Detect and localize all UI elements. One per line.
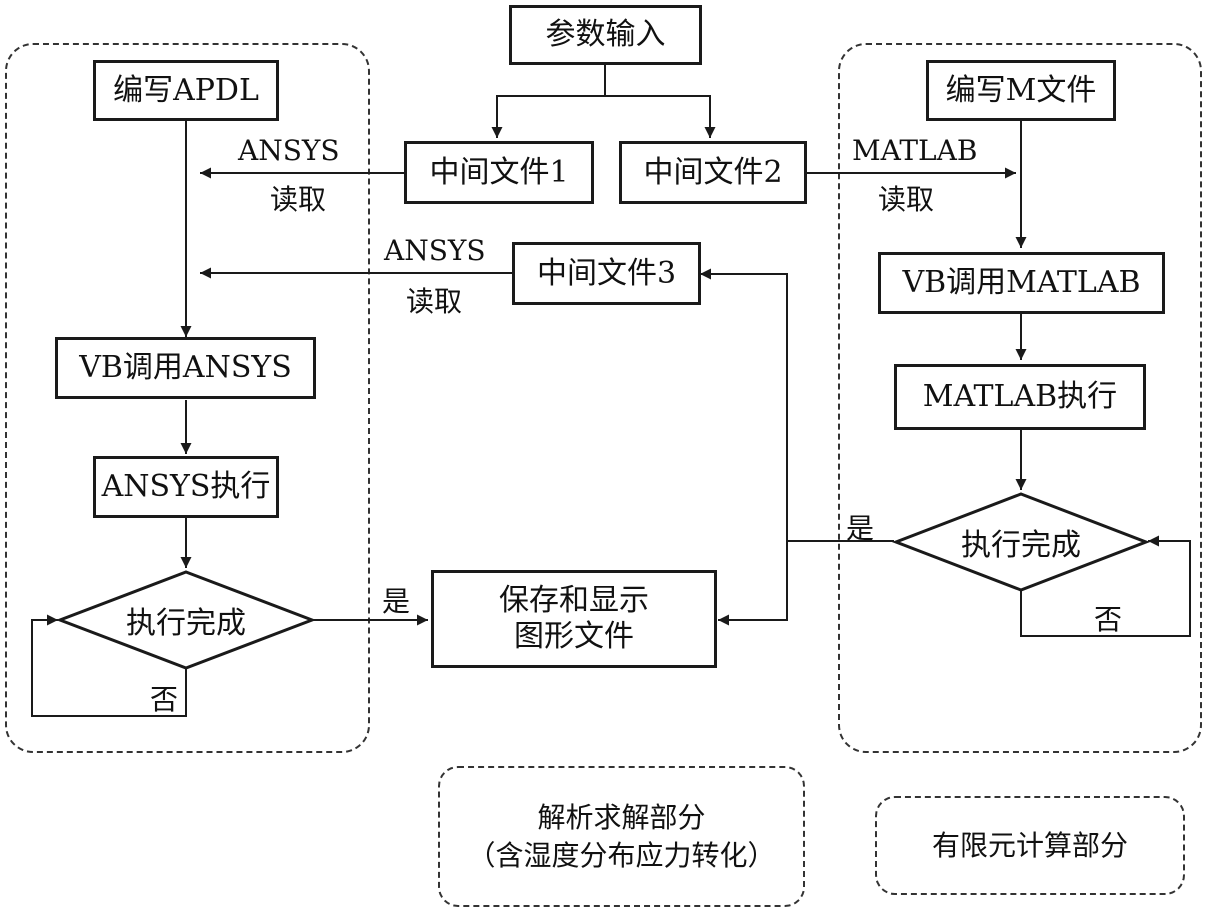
left-no-loop: [31, 614, 187, 717]
ansys-read-2-label-bottom: 读取: [406, 285, 463, 318]
legend-analytic-line2: （含湿度分布应力转化）: [467, 838, 776, 872]
ansys-read-1-label-top: ANSYS: [238, 134, 340, 167]
matlab-read-label-bottom: 读取: [878, 183, 935, 216]
legend-fem: 有限元计算部分: [875, 796, 1185, 895]
analytic-region: [5, 43, 370, 753]
ansys-read-1-label-bottom: 读取: [270, 183, 327, 216]
param-input-box: 参数输入: [509, 5, 702, 65]
right-no-loop: [1020, 535, 1191, 637]
left-decision-diamond: [55, 570, 317, 670]
ansys-read-2-label-top: ANSYS: [384, 234, 486, 267]
right-decision-diamond: [891, 492, 1151, 592]
matlab-exec-box: MATLAB执行: [894, 364, 1146, 430]
mid-file-2-box: 中间文件2: [619, 141, 807, 204]
right-yes-to-save-line: [718, 541, 788, 626]
write-apdl-box: 编写APDL: [93, 60, 279, 121]
legend-analytic-line1: 解析求解部分: [537, 800, 706, 834]
left-yes-label: 是: [382, 585, 411, 618]
split-line-right: [605, 95, 716, 138]
save-display-line1: 保存和显示: [499, 583, 649, 618]
write-m-box: 编写M文件: [926, 60, 1116, 121]
ansys-exec-box: ANSYS执行: [93, 456, 279, 518]
save-display-box: 保存和显示 图形文件: [431, 570, 717, 668]
right-decision-label: 执行完成: [961, 528, 1081, 563]
left-no-label: 否: [150, 683, 179, 716]
fem-region: [838, 43, 1202, 753]
mid-file-3-box: 中间文件3: [512, 242, 701, 305]
vb-call-ansys-box: VB调用ANSYS: [55, 337, 316, 399]
vb-call-matlab-box: VB调用MATLAB: [878, 252, 1165, 314]
right-yes-line: [700, 268, 894, 542]
split-line: [491, 64, 606, 138]
legend-analytic: 解析求解部分 （含湿度分布应力转化）: [438, 766, 805, 907]
left-decision-label: 执行完成: [126, 606, 246, 641]
save-display-line2: 图形文件: [514, 619, 634, 654]
right-no-label: 否: [1094, 603, 1123, 636]
mid-file-1-box: 中间文件1: [404, 141, 594, 204]
right-yes-label: 是: [846, 512, 875, 545]
matlab-read-label-top: MATLAB: [852, 134, 978, 167]
